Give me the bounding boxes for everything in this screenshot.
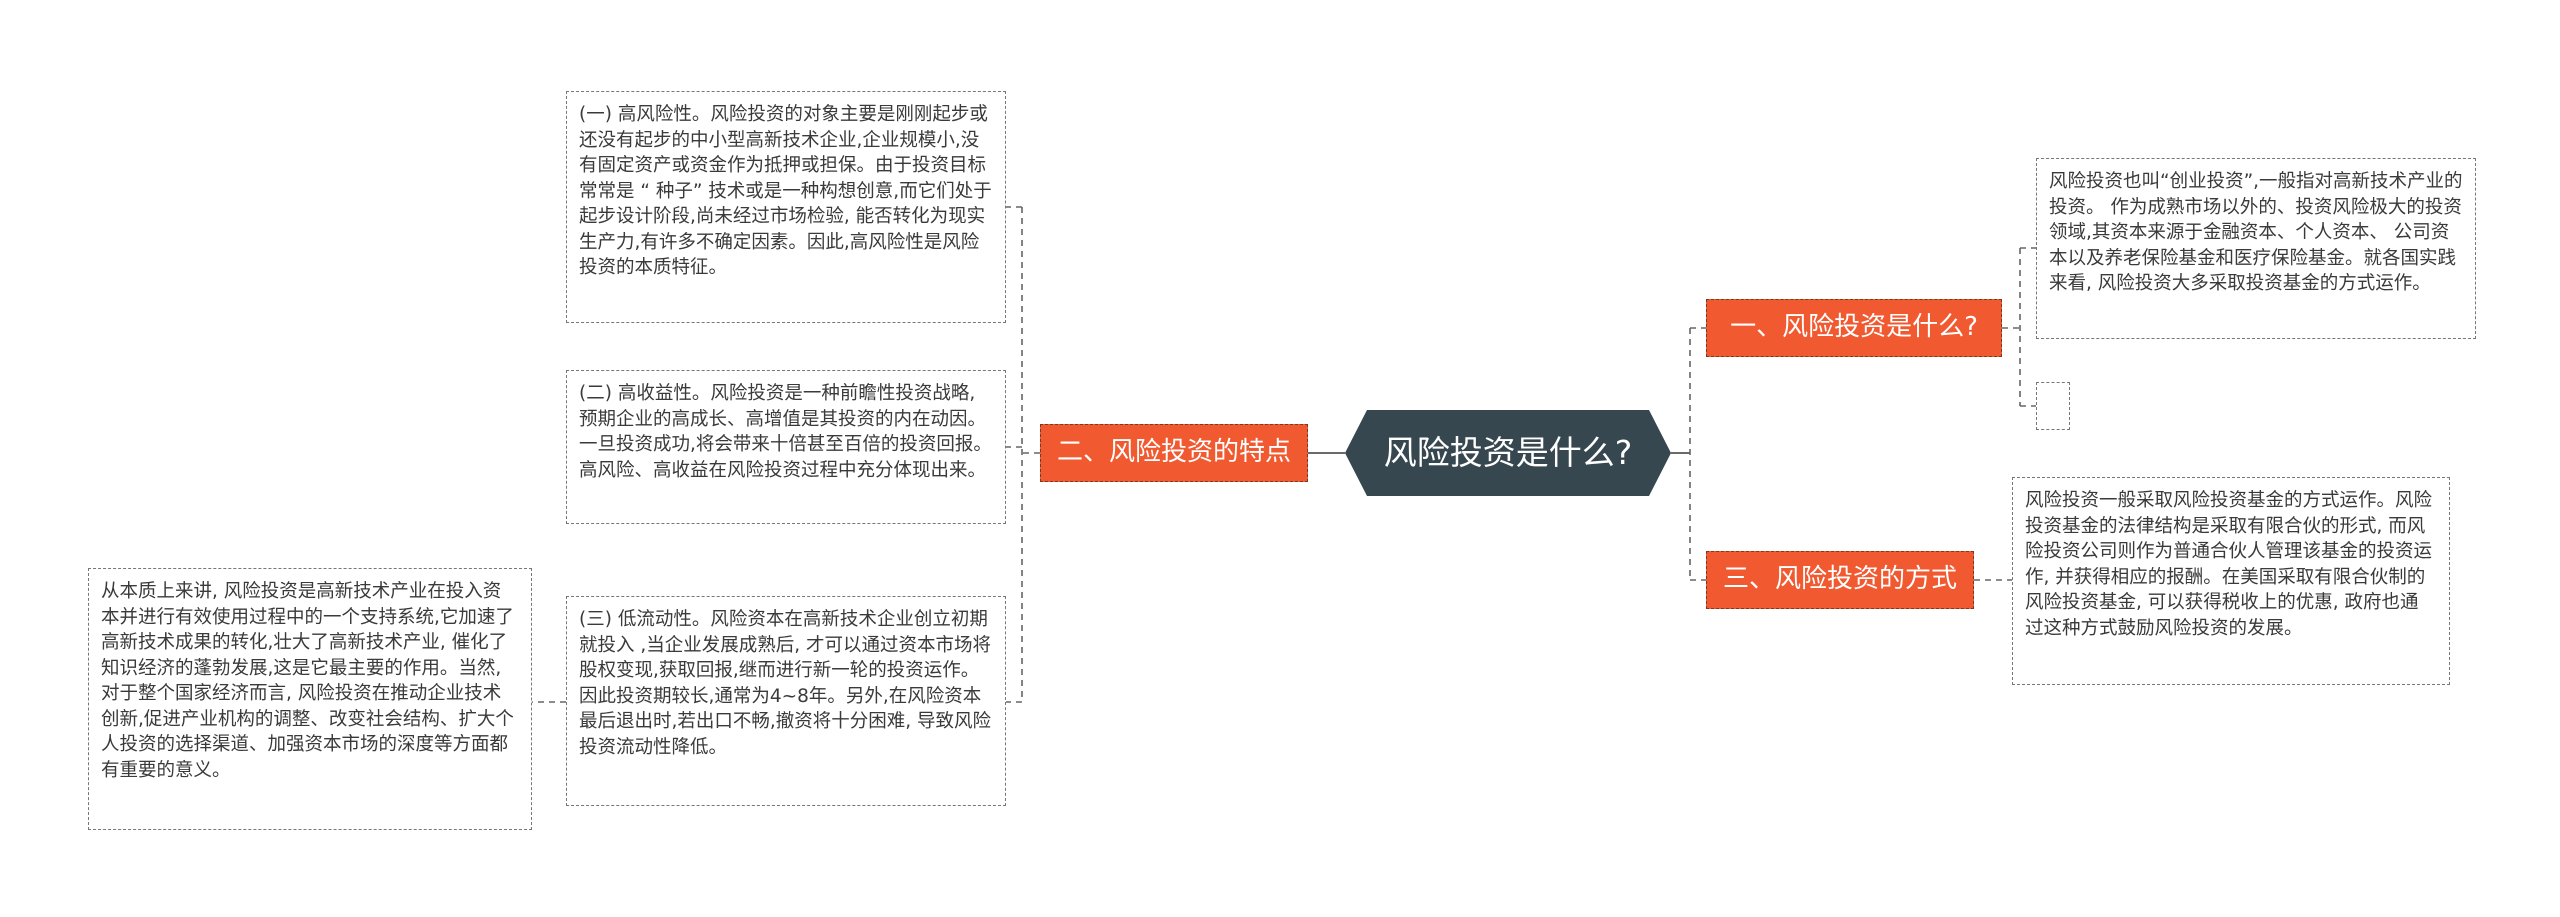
note-trait-high-risk[interactable]: (一) 高风险性。风险投资的对象主要是刚刚起步或还没有起步的中小型高新技术企业,… xyxy=(566,91,1006,323)
note-essence-role[interactable]: 从本质上来讲, 风险投资是高新技术产业在投入资本并进行有效使用过程中的一个支持系… xyxy=(88,568,532,830)
root-node[interactable]: 风险投资是什么? xyxy=(1345,410,1671,496)
note-empty[interactable] xyxy=(2036,382,2070,430)
branch-venture-capital-method[interactable]: 三、风险投资的方式 xyxy=(1706,551,1974,609)
branch-venture-capital-traits[interactable]: 二、风险投资的特点 xyxy=(1040,424,1308,482)
note-trait-high-return[interactable]: (二) 高收益性。风险投资是一种前瞻性投资战略,预期企业的高成长、高增值是其投资… xyxy=(566,370,1006,524)
root-label: 风险投资是什么? xyxy=(1383,433,1633,472)
branch-what-is-venture-capital[interactable]: 一、风险投资是什么? xyxy=(1706,299,2002,357)
note-trait-low-liquidity[interactable]: (三) 低流动性。风险资本在高新技术企业创立初期就投入 ,当企业发展成熟后, 才… xyxy=(566,596,1006,806)
root-node-shape xyxy=(1345,410,1671,496)
note-what-description[interactable]: 风险投资也叫“创业投资”,一般指对高新技术产业的投资。 作为成熟市场以外的、投资… xyxy=(2036,158,2476,339)
note-method-description[interactable]: 风险投资一般采取风险投资基金的方式运作。风险投资基金的法律结构是采取有限合伙的形… xyxy=(2012,477,2450,685)
